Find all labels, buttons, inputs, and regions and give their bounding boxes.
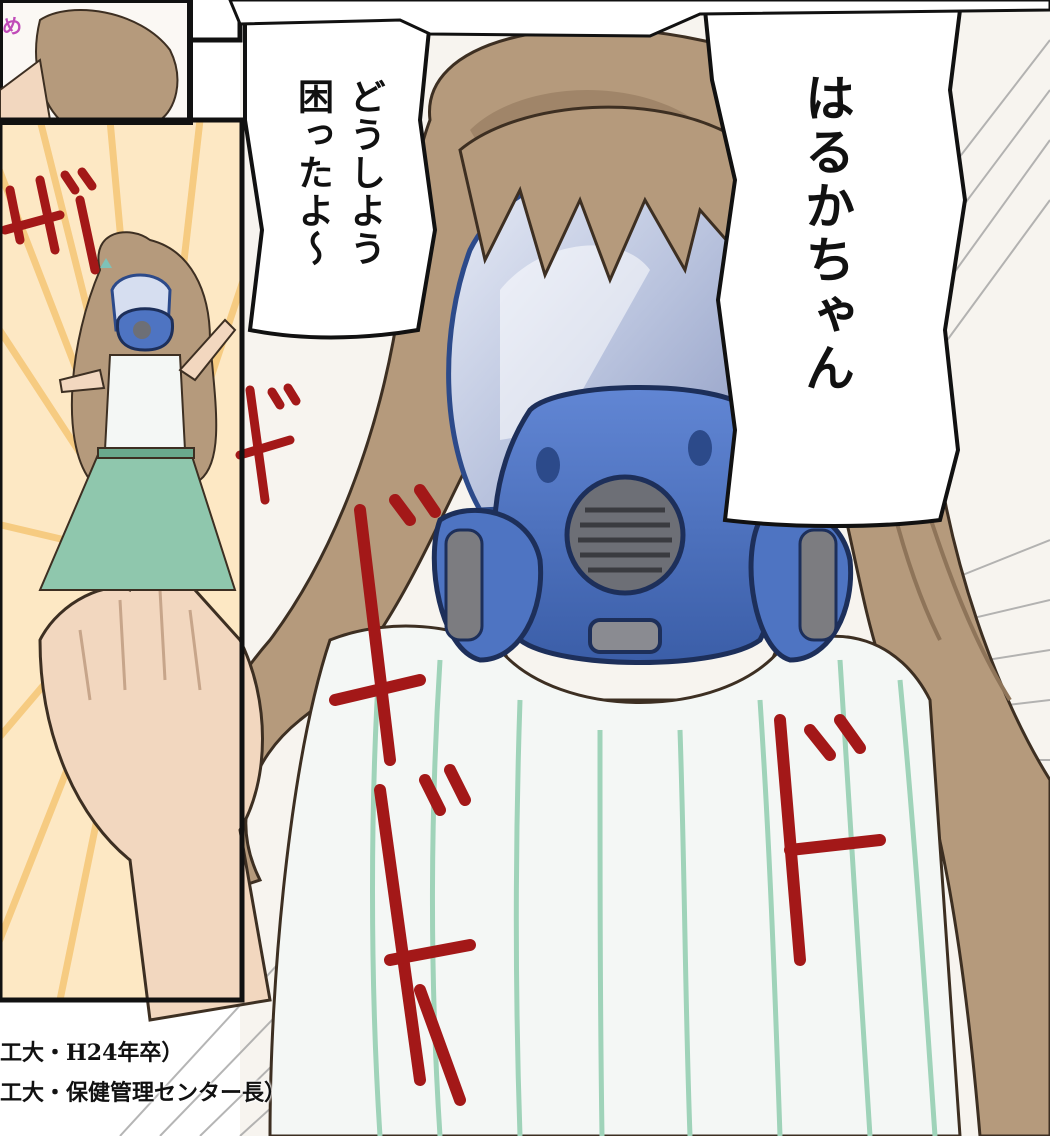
sfx-center <box>329 484 476 1106</box>
main-balloon-text: はるかちゃん <box>797 72 855 396</box>
small-character <box>38 231 237 591</box>
sfx-left-mid <box>235 383 301 505</box>
corner-stamp-text: め <box>2 14 22 38</box>
large-character-body <box>268 624 962 1136</box>
gas-mask-respirator <box>431 385 854 665</box>
sfx-right <box>774 714 886 966</box>
small-balloon-line-2: 困ったよ〜 <box>292 78 333 268</box>
author-credits: 工大・H24年卒） 工大・保健管理センター長） <box>0 1033 286 1113</box>
left-panel-border <box>0 117 245 1003</box>
small-balloon-line-1: どうしよう <box>344 78 385 268</box>
inset-panel <box>0 0 193 125</box>
credit-line-1: 工大・H24年卒） <box>0 1040 184 1066</box>
top-speech-balloon-edge <box>228 0 1050 38</box>
credit-line-2: 工大・保健管理センター長） <box>0 1080 287 1106</box>
sfx-left-top <box>0 167 100 275</box>
